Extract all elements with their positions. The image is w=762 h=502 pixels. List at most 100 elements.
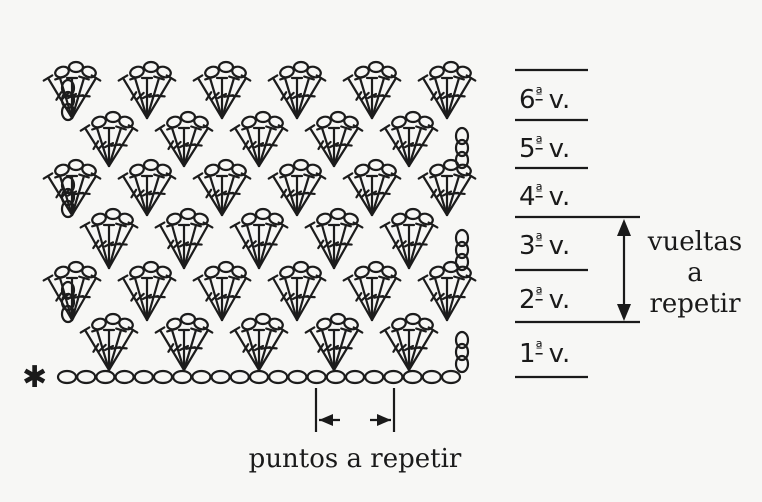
- double-crochet-cross: [191, 143, 203, 147]
- double-crochet-cross: [55, 91, 63, 101]
- double-crochet-cross: [266, 346, 278, 350]
- double-crochet-stitch: [233, 328, 261, 372]
- double-crochet-cross: [392, 343, 400, 353]
- arch-chain-stitch: [418, 212, 434, 226]
- double-crochet-cross: [397, 240, 407, 249]
- double-crochet-top: [117, 172, 129, 180]
- double-crochet-cross: [430, 188, 438, 199]
- double-crochet-top: [115, 222, 127, 228]
- double-crochet-stitch: [295, 276, 323, 322]
- foundation-chain-stitch: [306, 369, 327, 385]
- arch-chain-stitch: [292, 260, 310, 274]
- arch-chain-stitch: [91, 317, 107, 331]
- arch-chain-stitch: [442, 60, 460, 74]
- double-crochet-stitch: [445, 76, 473, 120]
- turning-chain-stitch: [454, 138, 470, 158]
- arch-chain-stitch: [91, 115, 107, 129]
- double-crochet-stitch: [245, 126, 261, 168]
- double-crochet-top: [42, 274, 54, 282]
- double-crochet-cross: [379, 192, 391, 196]
- double-crochet-top: [415, 327, 427, 333]
- double-crochet-stitch: [208, 276, 224, 322]
- arch-chain-stitch: [254, 312, 272, 326]
- double-crochet-cross: [286, 189, 295, 198]
- arch-chain-stitch: [391, 317, 407, 331]
- double-crochet-top: [78, 173, 90, 179]
- arch-chain-stitch: [429, 265, 445, 279]
- double-crochet-stitch: [383, 126, 411, 168]
- double-crochet-stitch: [332, 126, 348, 168]
- double-crochet-top: [115, 327, 127, 333]
- double-crochet-top: [190, 327, 202, 333]
- arch-chain-stitch: [367, 60, 385, 74]
- arch-chain-stitch: [67, 158, 85, 172]
- double-crochet-stitch: [358, 174, 374, 217]
- arch-chain-stitch: [367, 158, 385, 172]
- double-crochet-cross: [178, 241, 190, 248]
- double-crochet-top: [265, 327, 277, 333]
- rows-repeat-arrow: [617, 219, 631, 321]
- double-crochet-cross: [154, 192, 166, 196]
- double-crochet-top: [303, 75, 315, 81]
- double-crochet-cross: [286, 292, 295, 302]
- arch-chain-stitch: [268, 115, 284, 129]
- double-crochet-cross: [317, 239, 325, 250]
- double-crochet-top: [79, 326, 91, 334]
- arch-chain-stitch: [179, 207, 197, 221]
- turning-chain-stitch: [454, 126, 470, 146]
- double-crochet-top: [417, 274, 429, 282]
- double-crochet-stitch: [95, 223, 111, 270]
- arch-chain-stitch: [67, 260, 85, 274]
- double-crochet-cross: [79, 94, 91, 98]
- double-crochet-cross: [441, 190, 453, 197]
- arch-chain-stitch: [104, 207, 122, 221]
- double-crochet-cross: [173, 343, 182, 353]
- double-crochet-stitch: [395, 126, 411, 168]
- double-crochet-stitch: [445, 174, 473, 217]
- double-crochet-stitch: [346, 276, 374, 322]
- turning-chain-stitch: [60, 78, 76, 98]
- double-crochet-cross: [154, 94, 166, 98]
- foundation-chain-stitch: [172, 369, 193, 385]
- turning-chain-stitch: [454, 240, 470, 260]
- double-crochet-cross: [141, 190, 153, 197]
- double-crochet-stitch: [46, 174, 74, 217]
- rows-repeat-arrow-head-up: [617, 219, 631, 236]
- double-crochet-cross: [97, 240, 107, 249]
- double-crochet-stitch: [383, 328, 411, 372]
- double-crochet-cross: [430, 292, 438, 302]
- foundation-chain-stitch: [191, 369, 212, 385]
- double-crochet-cross: [280, 292, 288, 302]
- double-crochet-top: [229, 326, 241, 334]
- double-crochet-top: [303, 275, 315, 281]
- double-crochet-cross: [341, 143, 353, 147]
- double-crochet-cross: [403, 344, 415, 352]
- double-crochet-stitch: [145, 76, 161, 120]
- double-crochet-cross: [167, 239, 175, 250]
- arch-chain-stitch: [204, 65, 220, 79]
- double-crochet-top: [342, 172, 354, 180]
- double-crochet-cross: [136, 189, 145, 198]
- double-crochet-stitch: [433, 276, 449, 322]
- double-crochet-stitch: [95, 126, 111, 168]
- arch-chain-stitch: [241, 212, 257, 226]
- double-crochet-stitch: [182, 126, 210, 168]
- double-crochet-stitch: [133, 76, 149, 120]
- double-crochet-cross: [79, 192, 91, 196]
- arch-chain-stitch: [316, 115, 332, 129]
- double-crochet-top: [342, 74, 354, 82]
- double-crochet-top: [340, 327, 352, 333]
- arch-chain-stitch: [118, 212, 134, 226]
- double-crochet-cross: [454, 192, 466, 196]
- double-crochet-cross: [291, 92, 303, 100]
- double-crochet-cross: [436, 189, 445, 198]
- double-crochet-cross: [328, 142, 340, 149]
- double-crochet-stitch: [320, 328, 336, 372]
- double-crochet-cross: [392, 140, 400, 151]
- arch-chain-stitch: [268, 317, 284, 331]
- repeat-stitches-label: puntos a repetir: [249, 444, 462, 474]
- arch-chain-stitch: [91, 212, 107, 226]
- arch-chain-stitch: [217, 158, 235, 172]
- double-crochet-cross: [403, 241, 415, 248]
- foundation-chain-stitch: [95, 369, 116, 385]
